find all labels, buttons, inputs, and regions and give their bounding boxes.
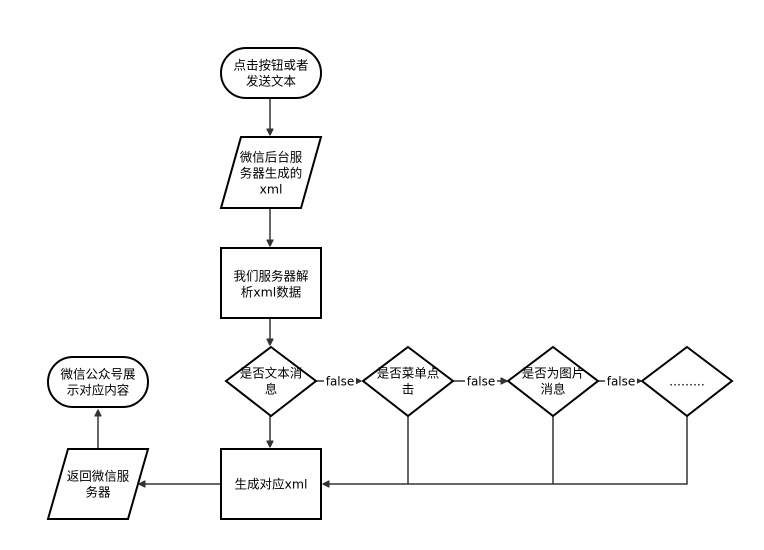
node-return-wechat-text: 返回微信服务器 (67, 469, 130, 500)
parse-line: 我们服务器解 (233, 269, 308, 284)
node-gen-xml-text: 生成对应xml (234, 477, 307, 492)
is-text-line: 是否文本消 (240, 366, 303, 381)
edge-label-false-1: false (326, 375, 355, 389)
is-image-line: 消息 (540, 382, 565, 397)
return-wechat-line: 务器 (85, 485, 111, 500)
node-is-menu: 是否菜单点击 (361, 345, 455, 418)
parse-line: 析xml数据 (241, 285, 302, 300)
node-start-text: 点击按钮或者发送文本 (233, 58, 308, 89)
node-show-text: 微信公众号展示对应内容 (60, 367, 135, 398)
gen-xml-line: 生成对应xml (234, 477, 307, 492)
node-is-menu-text: 是否菜单点击 (377, 366, 440, 397)
edge-label-false-3: false (607, 375, 636, 389)
is-image-line: 是否为图片 (522, 366, 585, 381)
node-parse: 我们服务器解析xml数据 (220, 247, 322, 319)
is-menu-line: 击 (402, 382, 415, 397)
node-more-text: ......... (669, 374, 705, 389)
is-menu-line: 是否菜单点 (377, 366, 440, 381)
node-is-image-text: 是否为图片消息 (522, 366, 585, 397)
wechat-xml-line: 微信后台服 (240, 150, 303, 165)
return-wechat-line: 返回微信服 (67, 469, 130, 484)
edge-labels: false false false (324, 373, 637, 389)
node-more: ......... (640, 345, 734, 418)
edge-label-false-2: false (467, 375, 496, 389)
node-start: 点击按钮或者发送文本 (220, 47, 322, 99)
node-parse-text: 我们服务器解析xml数据 (233, 269, 308, 300)
node-is-text-text: 是否文本消息 (240, 366, 303, 397)
is-text-line: 息 (265, 382, 278, 397)
node-is-text: 是否文本消息 (224, 345, 318, 418)
wechat-xml-line: xml (259, 182, 282, 197)
node-return-wechat: 返回微信服务器 (46, 448, 150, 520)
edges (98, 98, 688, 484)
show-line: 示对应内容 (67, 383, 130, 398)
edge-more-to-gen-xml (323, 416, 688, 484)
node-gen-xml: 生成对应xml (220, 448, 322, 520)
start-line: 发送文本 (246, 74, 297, 89)
start-line: 点击按钮或者 (233, 58, 308, 73)
node-show: 微信公众号展示对应内容 (47, 356, 149, 408)
wechat-xml-line: 务器生成的 (240, 166, 303, 181)
more-line: ......... (669, 374, 705, 389)
show-line: 微信公众号展 (60, 367, 135, 382)
node-is-image: 是否为图片消息 (506, 345, 600, 418)
